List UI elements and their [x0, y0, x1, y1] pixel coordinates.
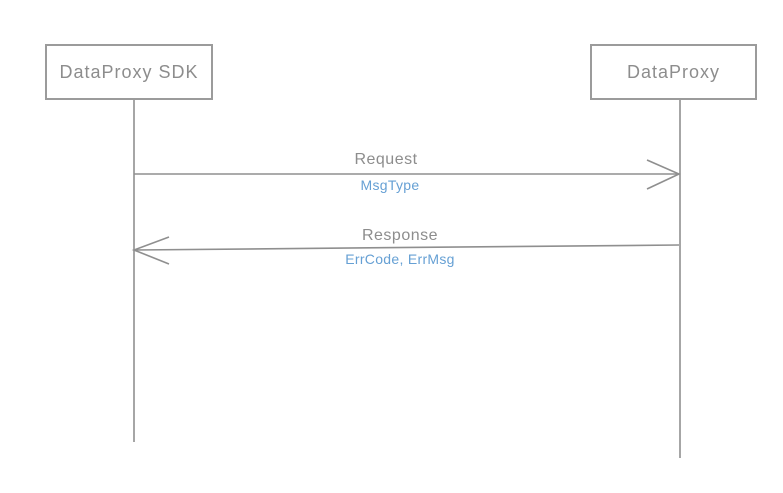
- actor-label-dataproxy: DataProxy: [626, 61, 721, 82]
- response-message-params: ErrCode, ErrMsg: [345, 251, 455, 267]
- request-message-params: MsgType: [360, 177, 420, 193]
- request-arrowhead-icon: [646, 159, 681, 190]
- actor-label-dataproxy-sdk: DataProxy SDK: [59, 61, 199, 82]
- actor-box-dataproxy-sdk: DataProxy SDK: [45, 44, 213, 100]
- response-arrow-line: [133, 244, 680, 251]
- request-message-label: Request: [354, 151, 418, 168]
- response-message-label: Response: [361, 227, 439, 244]
- actor-box-dataproxy: DataProxy: [590, 44, 757, 100]
- response-arrowhead-icon: [131, 236, 170, 265]
